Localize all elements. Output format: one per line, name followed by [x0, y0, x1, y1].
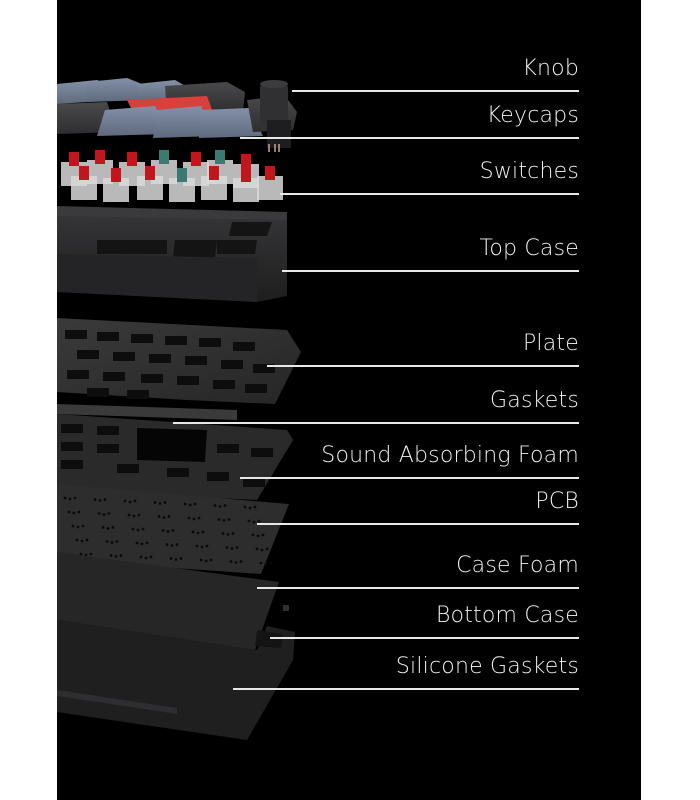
- top-case-part: [57, 206, 287, 302]
- label-pcb: PCB: [535, 489, 579, 514]
- label-switches: Switches: [479, 159, 579, 184]
- pcb-part: [57, 484, 289, 574]
- leader-line-pcb: [257, 523, 579, 525]
- label-case-foam: Case Foam: [456, 553, 579, 578]
- label-top-case: Top Case: [479, 236, 579, 261]
- leader-line-sound-absorbing-foam: [240, 477, 579, 479]
- foam-part: [57, 404, 293, 500]
- case-foam-part: [57, 552, 279, 650]
- label-gaskets: Gaskets: [490, 388, 579, 413]
- leader-line-case-foam: [257, 587, 579, 589]
- plate-part: [57, 318, 301, 404]
- label-keycaps: Keycaps: [486, 103, 579, 128]
- label-sound-absorbing-foam: Sound Absorbing Foam: [321, 443, 579, 468]
- leader-line-gaskets: [173, 422, 579, 424]
- leader-line-knob: [292, 90, 579, 92]
- bottom-case-part: [57, 605, 295, 740]
- leader-line-keycaps: [240, 137, 579, 139]
- keyboard-illustration: [57, 78, 301, 740]
- label-bottom-case: Bottom Case: [435, 603, 579, 628]
- leader-line-plate: [267, 365, 579, 367]
- keycaps-layer: [57, 78, 297, 152]
- leader-line-switches: [280, 193, 579, 195]
- label-knob: Knob: [522, 56, 579, 81]
- switches-layer: [61, 150, 283, 202]
- leader-line-bottom-case: [270, 637, 579, 639]
- label-plate: Plate: [522, 331, 579, 356]
- leader-line-top-case: [282, 270, 579, 272]
- label-silicone-gaskets: Silicone Gaskets: [395, 654, 579, 679]
- leader-line-silicone-gaskets: [233, 688, 579, 690]
